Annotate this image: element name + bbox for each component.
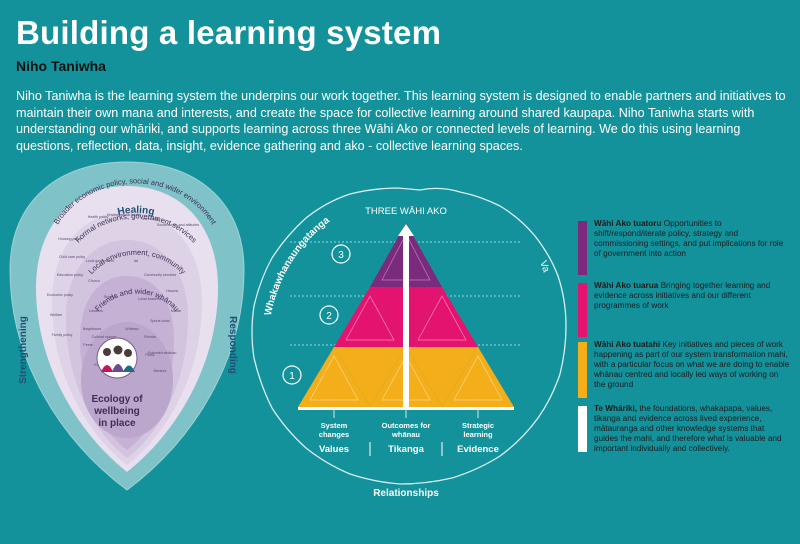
ring-item-label: Iwi: [134, 259, 139, 263]
ring-item-label: Friends: [144, 335, 156, 339]
ring-item-label: Whānau: [125, 327, 138, 331]
column2-line1: Outcomes for: [382, 421, 431, 430]
values-label: Values: [319, 444, 349, 455]
ring-item-label: Schools: [104, 295, 117, 299]
legend-title-whariki: Te Whāriki,: [594, 404, 638, 413]
ring-item-label: Sports clubs: [150, 319, 170, 323]
legend-item-whariki: Te Whāriki, the foundations, whakapapa, …: [578, 404, 790, 454]
core-label-1: Ecology of: [91, 394, 143, 405]
ring-item-label: Peers: [83, 343, 93, 347]
ring-item-label: Economic policy: [47, 293, 73, 297]
page-title: Building a learning system: [16, 14, 442, 51]
page-subtitle: Niho Taniwha: [16, 58, 106, 74]
ring-item-label: Family policy: [52, 333, 73, 337]
intro-paragraph: Niho Taniwha is the learning system the …: [16, 89, 786, 153]
healing-label: Healing: [117, 205, 156, 218]
level3-number: 3: [338, 250, 344, 261]
tier1-triangle-left: [298, 347, 370, 407]
level3-marker: [331, 244, 351, 264]
legend-desc-tuatahi: Key initiatives and pieces of work happe…: [594, 340, 790, 389]
evidence-label: Evidence: [457, 444, 499, 455]
core-label-3: in place: [98, 418, 136, 429]
level1-number: 1: [289, 371, 295, 382]
ring-item-label: Local government: [86, 259, 115, 263]
ring-item-label: Libraries: [89, 309, 103, 313]
relationship-circle: [251, 187, 567, 485]
tier1-triangle-right: [442, 347, 514, 407]
whanau-illustration: [96, 337, 138, 379]
ring-item-label: Marae: [171, 309, 181, 313]
ring-item-label: Technology: [141, 217, 159, 221]
tikanga-label: Tikanga: [388, 444, 424, 455]
column2-line2: whānau: [391, 430, 420, 439]
ring-item-label: Welfare: [50, 313, 62, 317]
column1-line1: System: [321, 421, 348, 430]
ring-item-label: Neighbours: [83, 327, 102, 331]
level2-marker: [319, 305, 339, 325]
core-label-2: wellbeing: [93, 406, 140, 417]
ring-item-label: Health policy: [88, 215, 109, 219]
ecology-diagram: Healing Strengthening Responding Broader…: [9, 161, 245, 491]
legend-item-tuatoru: Wāhi Ako tuatoru Opportunities to shift/…: [578, 219, 790, 275]
relationships-label: Relationships: [373, 488, 439, 499]
legend-swatch-tuatahi: [578, 342, 587, 398]
whakawhanaungatanga-label: Whakawhanaungatanga: [263, 215, 332, 317]
column3-line1: Strategic: [462, 421, 494, 430]
ring-item-label: Community services: [144, 273, 177, 277]
level1-marker: [282, 365, 302, 385]
legend-title-tuarua: Wāhi Ako tuarua: [594, 281, 659, 290]
column1-line2: changes: [319, 430, 349, 439]
ring-item-label: Local business: [138, 297, 162, 301]
tier2-triangle-left: [334, 287, 406, 347]
legend-text-tuarua: Wāhi Ako tuarua Bringing together learni…: [594, 281, 790, 311]
triangle-diagram: Whakawhanaungatanga Va Relationships THR…: [251, 187, 567, 499]
legend-text-tuatoru: Wāhi Ako tuatoru Opportunities to shift/…: [594, 219, 790, 259]
legend-swatch-whariki: [578, 406, 587, 452]
central-arrow-shaft: [403, 232, 409, 407]
whariki-base: [298, 407, 514, 410]
legend-item-tuarua: Wāhi Ako tuarua Bringing together learni…: [578, 281, 790, 337]
triangle-title: THREE WĀHI AKO: [365, 206, 447, 217]
ring-item-label: Education policy: [57, 273, 83, 277]
tier1-triangle-gap-left: [334, 347, 406, 407]
tier1-inner-outline-left: [309, 355, 359, 401]
ring-item-label: Church: [88, 279, 100, 283]
tier1-triangle-gap-right: [406, 347, 478, 407]
legend-desc-tuarua: Bringing together learning and evidence …: [594, 281, 771, 310]
ring-item-label: Parks: [145, 353, 154, 357]
legend-title-tuatahi: Wāhi Ako tuatahi: [594, 340, 661, 349]
legend-title-tuatoru: Wāhi Ako tuatoru: [594, 219, 662, 228]
ring-item-label: Hauora: [166, 289, 178, 293]
ring-item-label: Mentors: [154, 369, 167, 373]
level2-number: 2: [326, 311, 332, 322]
column3-line2: learning: [463, 430, 493, 439]
tier2-inner-outline-left: [345, 295, 395, 341]
ring-item-label: Cultural spaces: [92, 335, 117, 339]
ring-item-label: Social norms and attitudes: [157, 223, 200, 227]
ring-item-label: Extended whānau: [148, 351, 177, 355]
ring-item-label: Housing policy: [58, 237, 82, 241]
tier1-inner-outline-right: [453, 355, 503, 401]
legend-desc-whariki: the foundations, whakapapa, values, tika…: [594, 404, 782, 453]
responding-label: Responding: [227, 316, 238, 374]
ring-item-label: Environmental health: [107, 213, 141, 217]
tier2-inner-outline-right: [417, 295, 467, 341]
legend-text-tuatahi: Wāhi Ako tuatahi Key initiatives and pie…: [594, 340, 790, 390]
ring-item-label: Child care policy: [59, 255, 86, 259]
strengthening-label: Strengthening: [18, 316, 29, 384]
legend-swatch-tuarua: [578, 283, 587, 337]
legend-text-whariki: Te Whāriki, the foundations, whakapapa, …: [594, 404, 790, 454]
legend-desc-tuatoru: Opportunities to shift/respond/iterate p…: [594, 219, 784, 258]
tier2-triangle-right: [406, 287, 478, 347]
legend-item-tuatahi: Wāhi Ako tuatahi Key initiatives and pie…: [578, 340, 790, 398]
central-arrow-head: [398, 224, 414, 236]
va-label: Va: [537, 259, 551, 274]
legend-swatch-tuatoru: [578, 221, 587, 275]
